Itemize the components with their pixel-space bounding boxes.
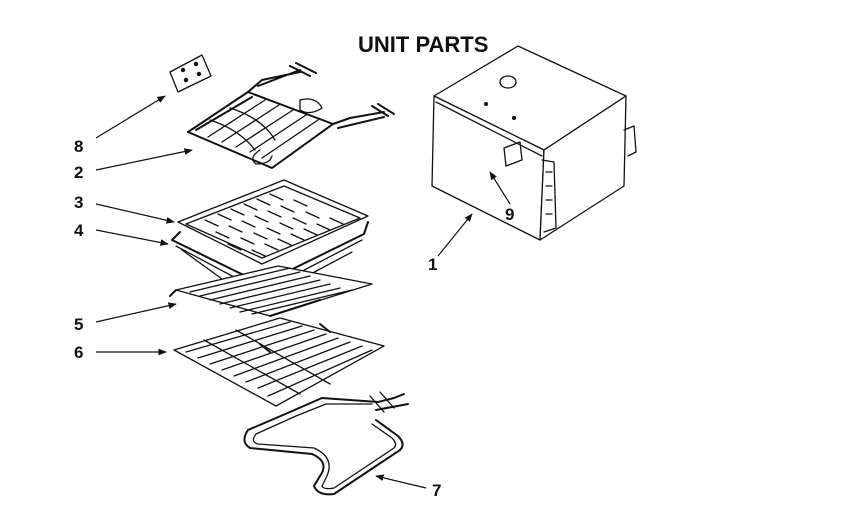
callout-1: 1 bbox=[428, 255, 437, 274]
leader-2 bbox=[95, 148, 193, 171]
diagram-title: UNIT PARTS bbox=[358, 32, 488, 57]
part-1-oven-cavity bbox=[431, 45, 637, 241]
leader-4 bbox=[95, 229, 169, 246]
part-2-broil-element bbox=[187, 62, 395, 169]
leader-7 bbox=[375, 474, 427, 489]
part-3-broil-pan-insert bbox=[177, 179, 369, 265]
callout-3: 3 bbox=[74, 193, 83, 212]
callout-7: 7 bbox=[432, 481, 441, 500]
callout-9: 9 bbox=[505, 205, 514, 224]
callout-4: 4 bbox=[74, 221, 84, 240]
callout-2: 2 bbox=[74, 163, 83, 182]
leader-3 bbox=[95, 203, 175, 224]
callout-5: 5 bbox=[74, 315, 83, 334]
leader-8 bbox=[95, 95, 166, 139]
leader-5 bbox=[95, 302, 177, 323]
callout-6: 6 bbox=[74, 343, 83, 362]
leader-9 bbox=[489, 171, 511, 205]
part-8-bracket bbox=[169, 54, 212, 93]
leader-1 bbox=[437, 213, 473, 257]
part-6-oven-rack bbox=[173, 317, 385, 407]
part-7-bake-element bbox=[243, 391, 409, 496]
callout-8: 8 bbox=[74, 137, 83, 156]
part-5-oven-rack bbox=[169, 265, 373, 317]
